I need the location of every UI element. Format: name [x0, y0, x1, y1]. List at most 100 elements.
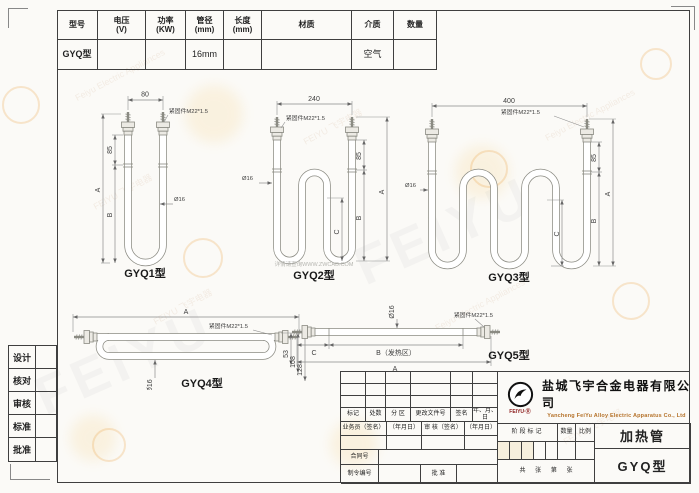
spec-table-header-row: 型号 电压(V) 功率(KW) 管径(mm) 长度(mm) 材质 介质 数量 [57, 10, 437, 40]
signature-row: 核对 [9, 369, 56, 392]
stage-header-row: 阶段标记 数量 比例 [498, 424, 595, 442]
spec-value-quantity [394, 40, 437, 69]
signature-label-standard: 标准 [9, 415, 36, 437]
dim-label: C [311, 350, 316, 357]
empty-sign-row [341, 436, 498, 450]
terminal-fitting [344, 115, 360, 142]
sheet-count-label: 共 张 第 张 [498, 460, 595, 484]
corner-mark-top-right [671, 6, 695, 30]
dim-label: 400 [503, 98, 515, 105]
dim-label: Ø16 [389, 305, 396, 318]
dim-label: Ø16 [405, 183, 416, 189]
dimension-lines [72, 314, 307, 381]
dim-label: 85 [107, 146, 114, 154]
signature-row: 审核 [9, 392, 56, 415]
spec-header-length: 长度(mm) [224, 10, 262, 39]
watermark-blob [185, 85, 243, 143]
dimension-lines [420, 103, 616, 267]
scale-label: 比例 [576, 424, 595, 442]
signature-label-design: 设计 [9, 346, 36, 368]
dim-label: 240 [308, 96, 320, 103]
spec-header-diameter: 管径(mm) [186, 10, 224, 39]
drawing-title-gyq4: GYQ4型 [181, 376, 223, 390]
sales-sign-row: 业务员（签名） （年月日） 审 核（签名） （年月日） [341, 422, 498, 436]
dim-label: 108 [290, 356, 297, 368]
watermark-blob [330, 420, 378, 468]
revision-empty-row [341, 372, 498, 384]
terminal-fitting [72, 329, 99, 345]
signature-row: 设计 [9, 346, 56, 369]
title-block: 标记 处数 分 区 更改文件号 签名 年、月、日 业务员（签名） （年月日） 审… [340, 371, 691, 484]
approve-label: 批 准 [421, 465, 457, 484]
revision-section: 标记 处数 分 区 更改文件号 签名 年、月、日 业务员（签名） （年月日） 审… [341, 372, 498, 484]
drawing-gyq5: Ø16 紧固件M22*1.5 C B（发热区） A GYQ5型 [290, 305, 530, 373]
dim-label: A [393, 366, 398, 373]
rev-col-mark: 标记 [341, 408, 366, 422]
dim-label: B [591, 218, 598, 223]
signature-row: 标准 [9, 415, 56, 438]
watermark-logo-ring [92, 428, 126, 462]
drawing-gyq3: 400 紧固件M22*1.5 85 A B C Ø16 GYQ3型 [405, 98, 616, 284]
terminal-fitting [579, 117, 595, 144]
sales-signature-label: 业务员（签名） [341, 422, 387, 436]
heating-element-drawings: 80 紧固件M22*1.5 A 85 B Ø16 GYQ1型 [72, 92, 616, 390]
spec-table: 型号 电压(V) 功率(KW) 管径(mm) 长度(mm) 材质 介质 数量 G… [57, 10, 437, 70]
drawing-gyq2: 240 紧固件M22*1.5 85 A B C Ø16 详情请查询WWW.ZWC… [242, 96, 390, 282]
quantity-label: 数量 [558, 424, 576, 442]
rev-col-date: 年、月、日 [473, 408, 498, 422]
terminal-fitting [424, 117, 440, 144]
spec-header-power: 功率(KW) [146, 10, 186, 39]
company-logo: FEIYU·Ⓡ [498, 381, 542, 415]
fastener-label: 紧固件M22*1.5 [501, 108, 540, 116]
watermark-logo-ring [640, 48, 672, 80]
spec-value-power [146, 40, 186, 69]
product-name: 加热管 [595, 424, 691, 449]
product-model: GYQ型 [595, 449, 691, 484]
signature-row: 批准 [9, 438, 56, 461]
signature-block: 设计 核对 审核 标准 批准 [8, 345, 57, 462]
watermark-logo-ring [470, 150, 508, 188]
fastener-label: 紧固件M22*1.5 [454, 311, 493, 319]
signature-label-approve: 批准 [9, 438, 36, 461]
spec-header-medium: 介质 [352, 10, 394, 39]
spec-header-model: 型号 [57, 10, 98, 39]
tube-rings [272, 168, 357, 173]
tube-rings [328, 328, 464, 336]
dim-label: 53 [283, 350, 290, 358]
revision-empty-row [341, 396, 498, 408]
drawing-frame [57, 10, 690, 483]
spec-header-voltage: 电压(V) [98, 10, 146, 39]
company-name-cn: 盐城飞宇合金电器有限公司 [542, 378, 691, 410]
stage-mark-label: 阶段标记 [498, 424, 558, 442]
company-logo-icon [507, 381, 533, 407]
dimension-lines [259, 101, 390, 262]
dim-label: B [107, 212, 114, 217]
dim-label: Ø16 [174, 197, 185, 203]
tube-rings [427, 170, 592, 175]
dim-label: B [356, 215, 363, 220]
company-header: FEIYU·Ⓡ 盐城飞宇合金电器有限公司 Yancheng FeiYu Allo… [498, 372, 691, 424]
spec-table-data-row: GYQ型 16mm 空气 [57, 40, 437, 70]
dim-label: C [554, 231, 561, 236]
contract-row: 合同号 [341, 450, 498, 465]
contract-no-label: 合同号 [341, 450, 379, 465]
spec-value-material [262, 40, 352, 69]
corner-mark-top-left [8, 8, 28, 28]
dim-label: Ø16 [242, 176, 253, 182]
dim-label: C [334, 229, 341, 234]
revision-empty-row [341, 384, 498, 396]
order-row: 制令编号 批 准 [341, 465, 498, 484]
terminal-fitting [475, 324, 502, 340]
company-name-en: Yancheng FeiYu Alloy Electric Apparatus … [547, 412, 686, 419]
stage-box-row [498, 442, 595, 460]
dim-label: A [95, 187, 102, 192]
spec-value-voltage [98, 40, 146, 69]
terminal-fitting [269, 115, 285, 142]
signature-label-check: 核对 [9, 369, 36, 391]
drawing-title-gyq1: GYQ1型 [124, 266, 166, 280]
rev-col-signature: 签名 [451, 408, 473, 422]
rev-col-count: 处数 [366, 408, 386, 422]
signature-label-review: 审核 [9, 392, 36, 414]
spec-header-material: 材质 [262, 10, 352, 39]
